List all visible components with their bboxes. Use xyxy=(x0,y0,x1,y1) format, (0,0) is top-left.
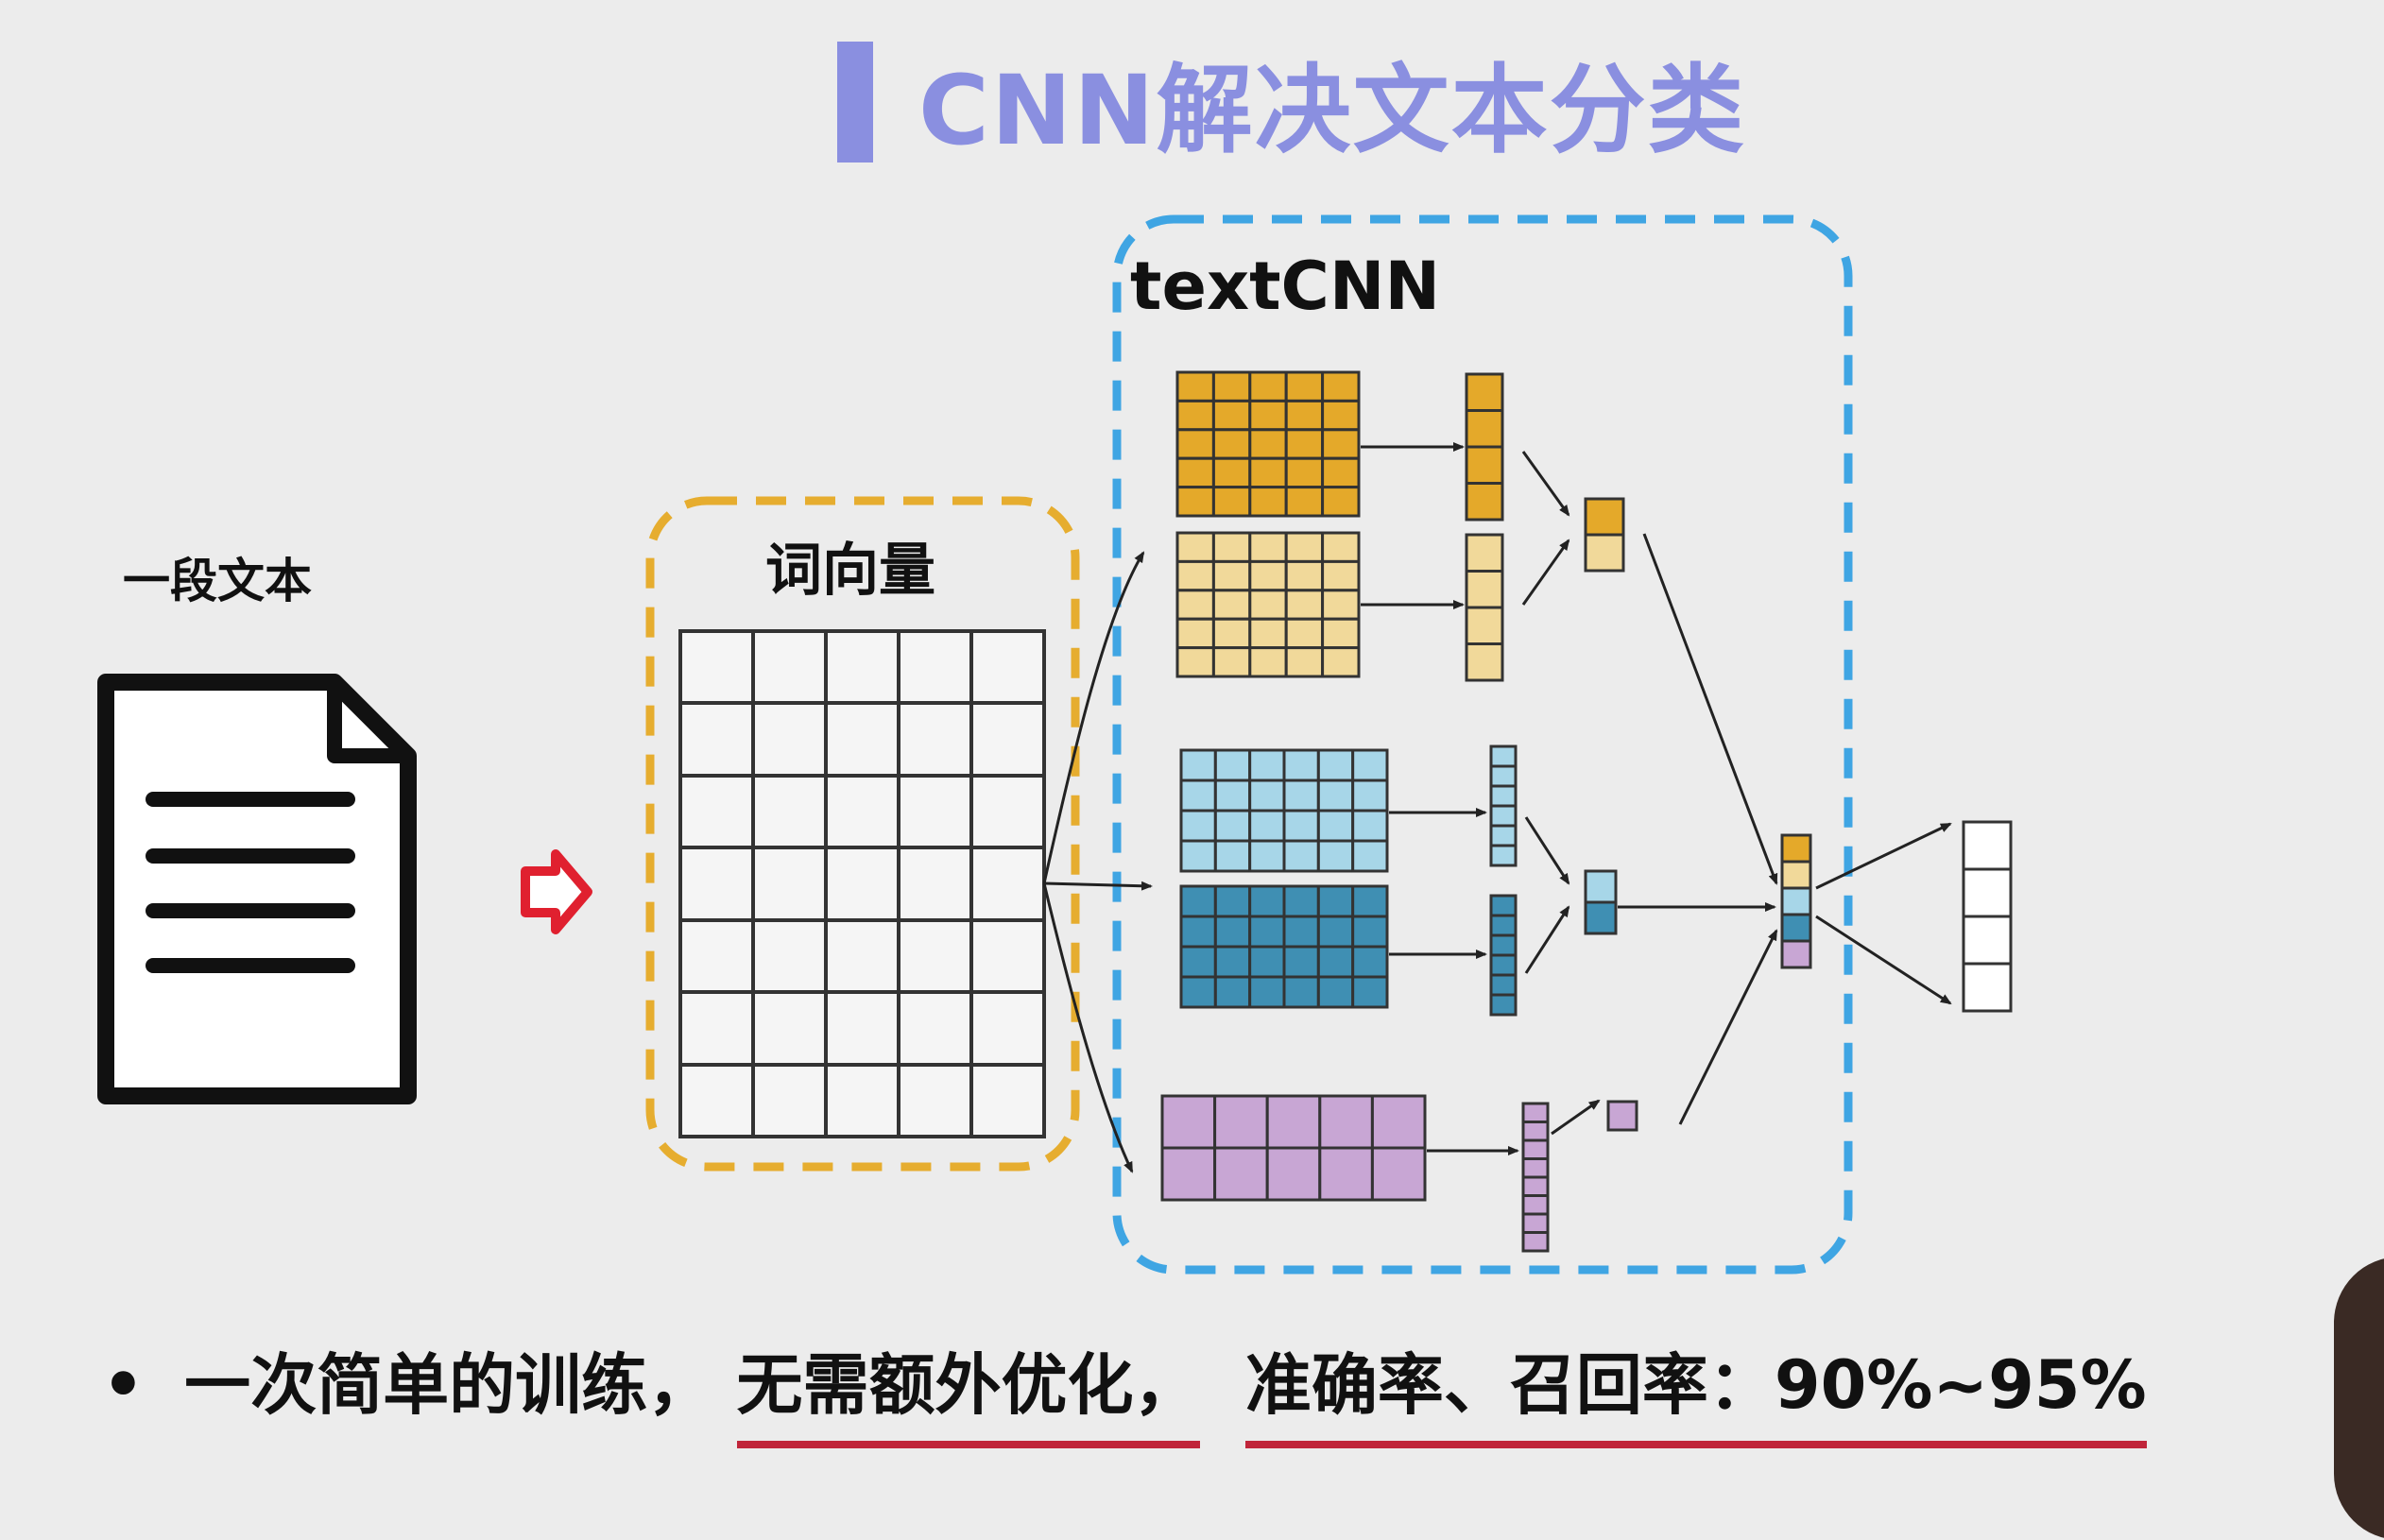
textcnn-label: textCNN xyxy=(1130,248,1441,325)
presenter-thumbnail xyxy=(2334,1257,2384,1540)
document-icon xyxy=(97,674,417,1104)
document-label: 一段文本 xyxy=(123,554,312,608)
summary-bullet: • 一次简单的训练， 无需额外优化， 准确率、召回率：90%~95% xyxy=(102,1332,2147,1448)
filter-dark-blue xyxy=(1179,884,1389,1009)
pooled-orange xyxy=(1584,497,1625,573)
bullet-part-2: 无需额外优化， xyxy=(736,1332,1200,1448)
pooled-vectors xyxy=(1465,372,2013,1253)
input-arrows xyxy=(1042,551,1153,1173)
bullet-part-3: 准确率、召回率：90%~95% xyxy=(1244,1332,2147,1448)
word-vector-label: 词向量 xyxy=(765,538,935,604)
flow-arrows xyxy=(1361,442,1952,1155)
output-vector xyxy=(1962,820,2013,1013)
page-title: CNN解决文本分类 xyxy=(837,42,1746,167)
title-accent-bar xyxy=(837,42,873,163)
filter-light-orange xyxy=(1175,531,1361,678)
feature-map-light-orange xyxy=(1465,533,1504,682)
filter-dark-orange xyxy=(1175,370,1361,518)
filter-light-blue xyxy=(1179,748,1389,873)
feature-map-purple xyxy=(1521,1102,1550,1253)
right-arrow-icon xyxy=(521,849,592,934)
pooled-purple xyxy=(1606,1100,1638,1132)
concat-vector xyxy=(1780,833,1812,969)
title-text: CNN解决文本分类 xyxy=(918,54,1746,167)
textcnn-frame xyxy=(1112,214,1853,1275)
word-vector-frame xyxy=(645,496,1080,1172)
word-vector-matrix xyxy=(678,629,1046,1138)
conv-filters xyxy=(1160,370,1427,1202)
bullet-marker: • xyxy=(102,1346,145,1424)
feature-map-dark-orange xyxy=(1465,372,1504,522)
bullet-part-1: 一次简单的训练， xyxy=(184,1346,714,1424)
textcnn-diagram xyxy=(97,214,2013,1275)
feature-map-dark-blue xyxy=(1489,894,1518,1017)
pooled-blue xyxy=(1584,869,1618,935)
feature-map-light-blue xyxy=(1489,744,1518,867)
filter-purple xyxy=(1160,1094,1427,1202)
